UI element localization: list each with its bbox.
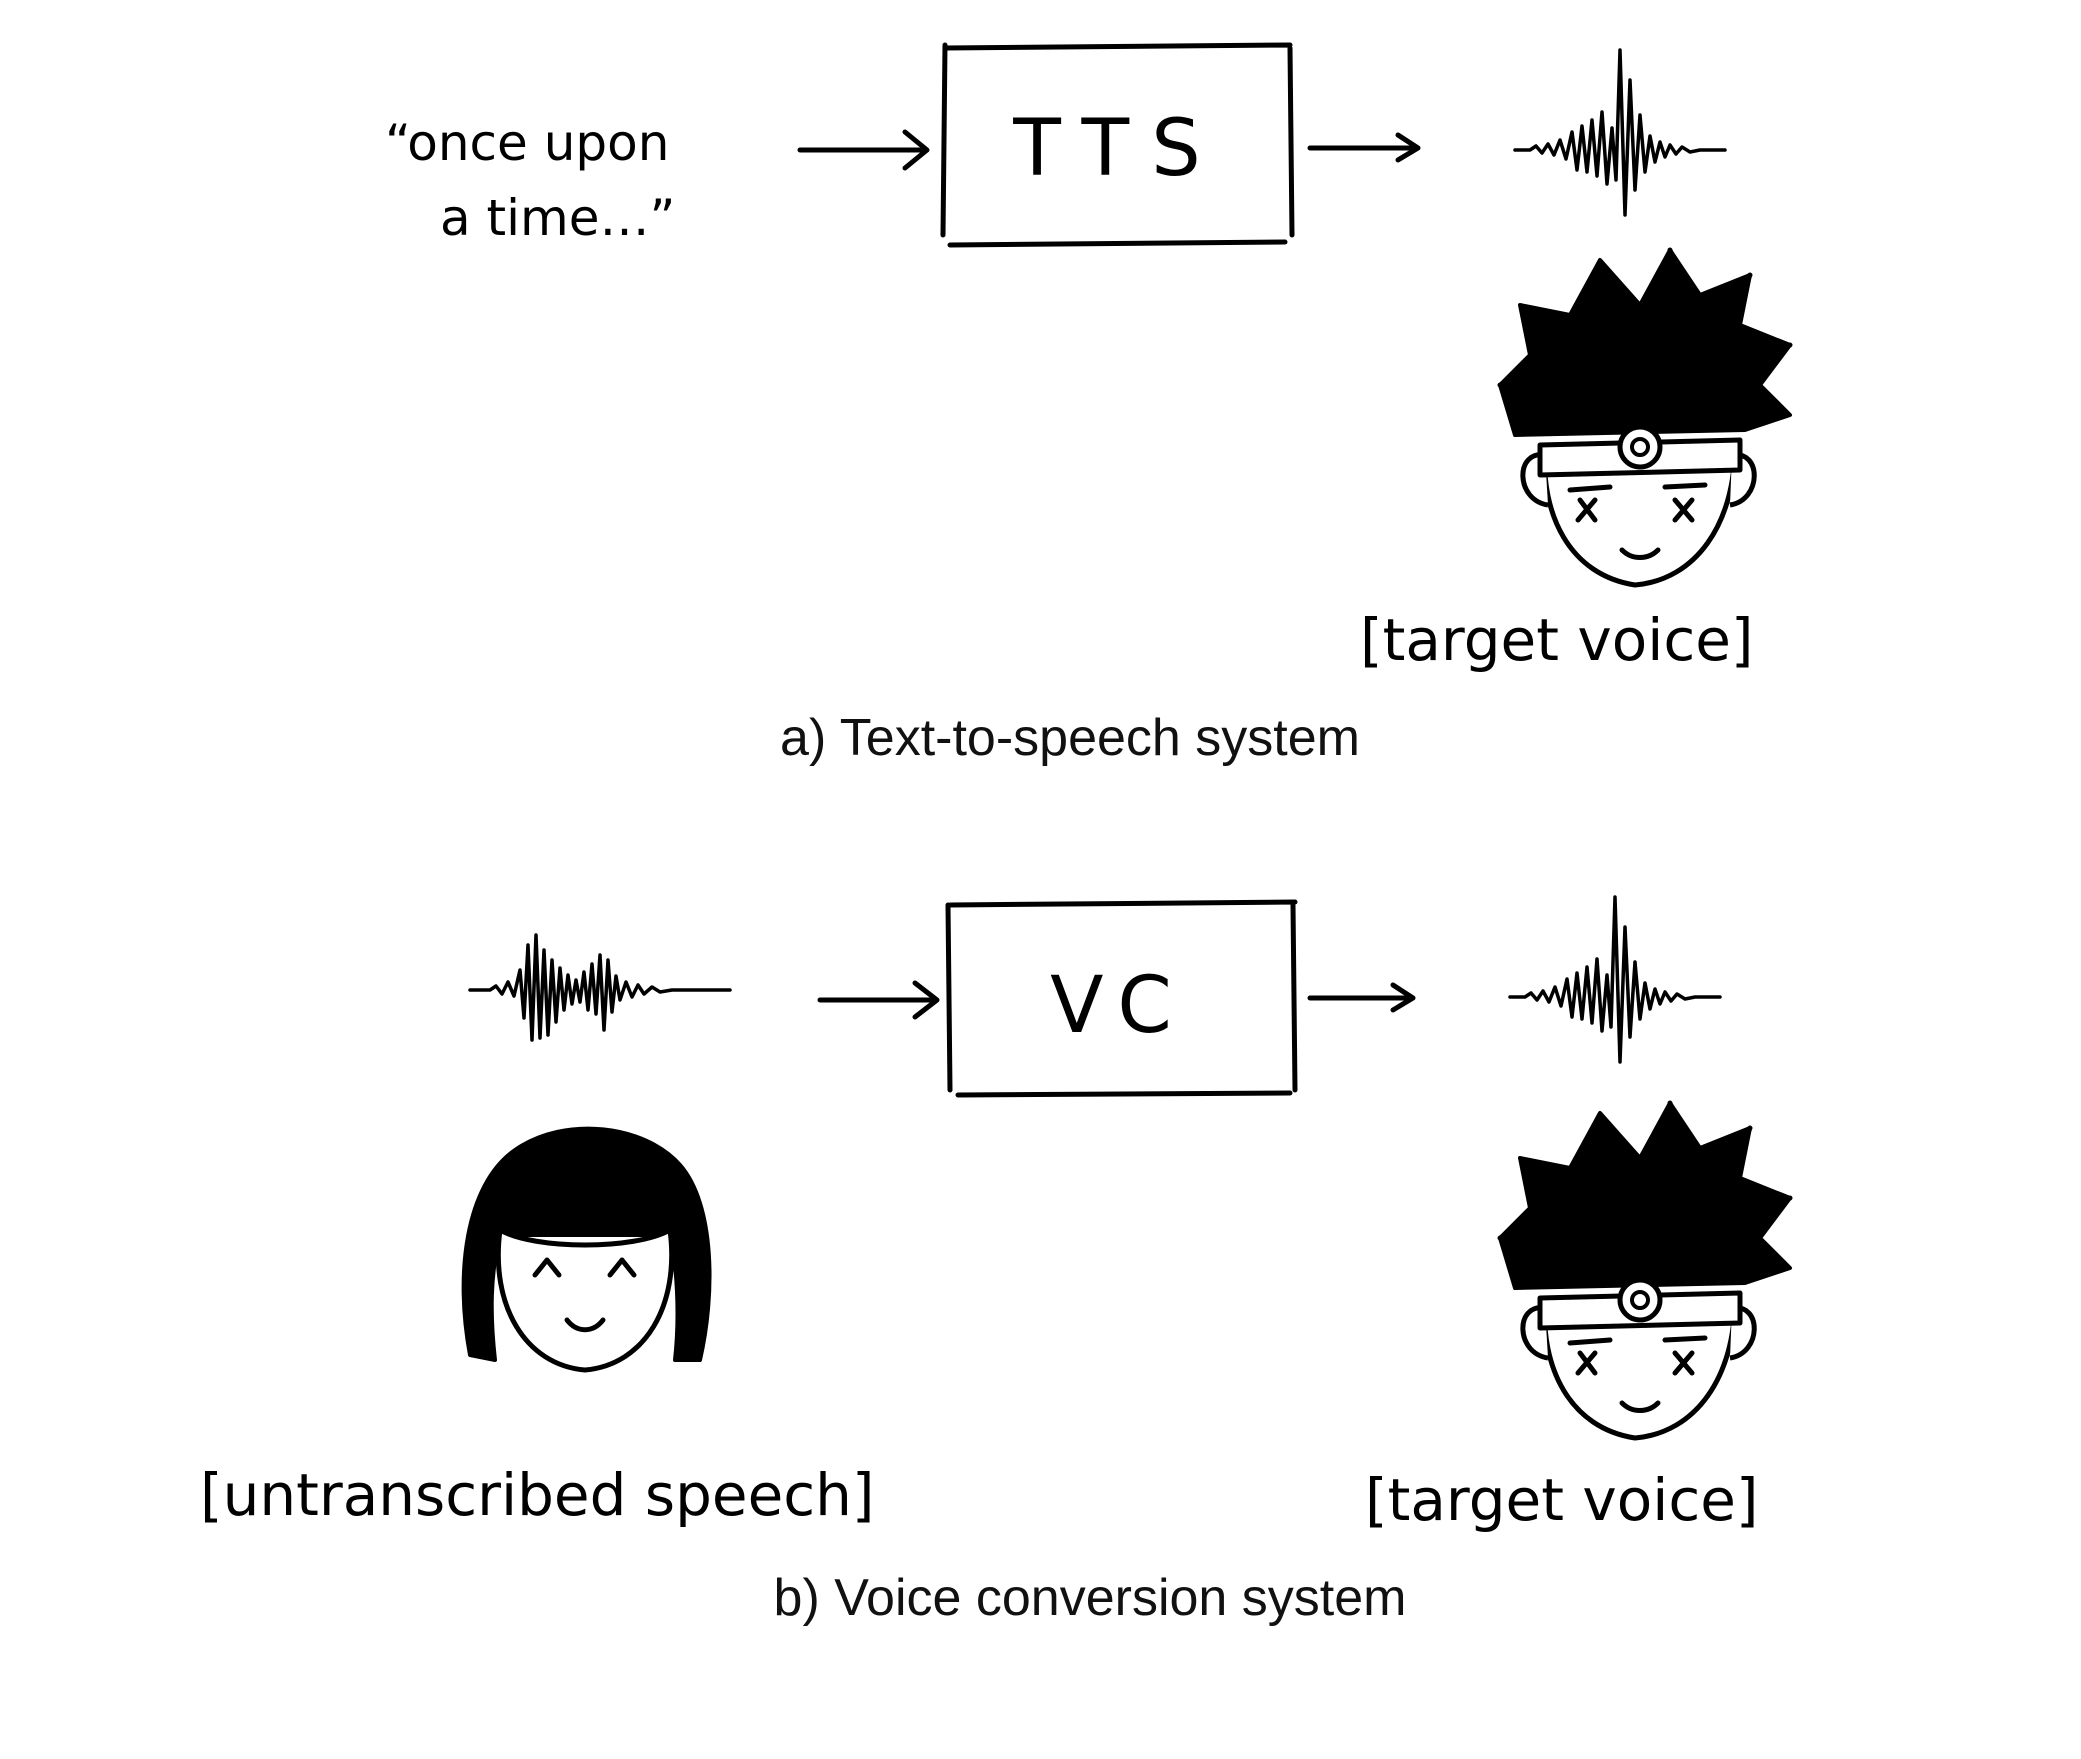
input-text-line2: a time…” xyxy=(440,189,675,247)
vc-box-label: VC xyxy=(1050,961,1186,1051)
caption-a: a) Text-to-speech system xyxy=(780,709,1360,767)
target-speaker-b xyxy=(1500,1103,1790,1438)
input-waveform-b xyxy=(468,933,732,1042)
source-speaker xyxy=(464,1129,710,1370)
arrow-tts-to-output xyxy=(1307,132,1421,163)
target-voice-label-a: [target voice] xyxy=(1360,606,1754,674)
arrow-vc-to-output xyxy=(1307,982,1416,1013)
arrow-text-to-tts xyxy=(797,129,930,171)
output-waveform-a xyxy=(1513,48,1727,217)
untranscribed-speech-label: [untranscribed speech] xyxy=(200,1461,875,1529)
vc-box: VC xyxy=(945,899,1298,1098)
target-voice-label-b: [target voice] xyxy=(1365,1466,1759,1534)
tts-box: TTS xyxy=(940,42,1295,248)
target-speaker-a xyxy=(1500,250,1790,585)
panel-b: VC [untranscribed speech] [target voice]… xyxy=(200,895,1790,1627)
panel-a: “once upon a time…” TTS [target voice] a… xyxy=(385,42,1790,767)
tts-box-label: TTS xyxy=(1012,104,1222,194)
arrow-input-to-vc xyxy=(817,980,940,1020)
caption-b: b) Voice conversion system xyxy=(774,1569,1407,1627)
output-waveform-b xyxy=(1508,895,1722,1064)
input-text-line1: “once upon xyxy=(385,114,669,172)
